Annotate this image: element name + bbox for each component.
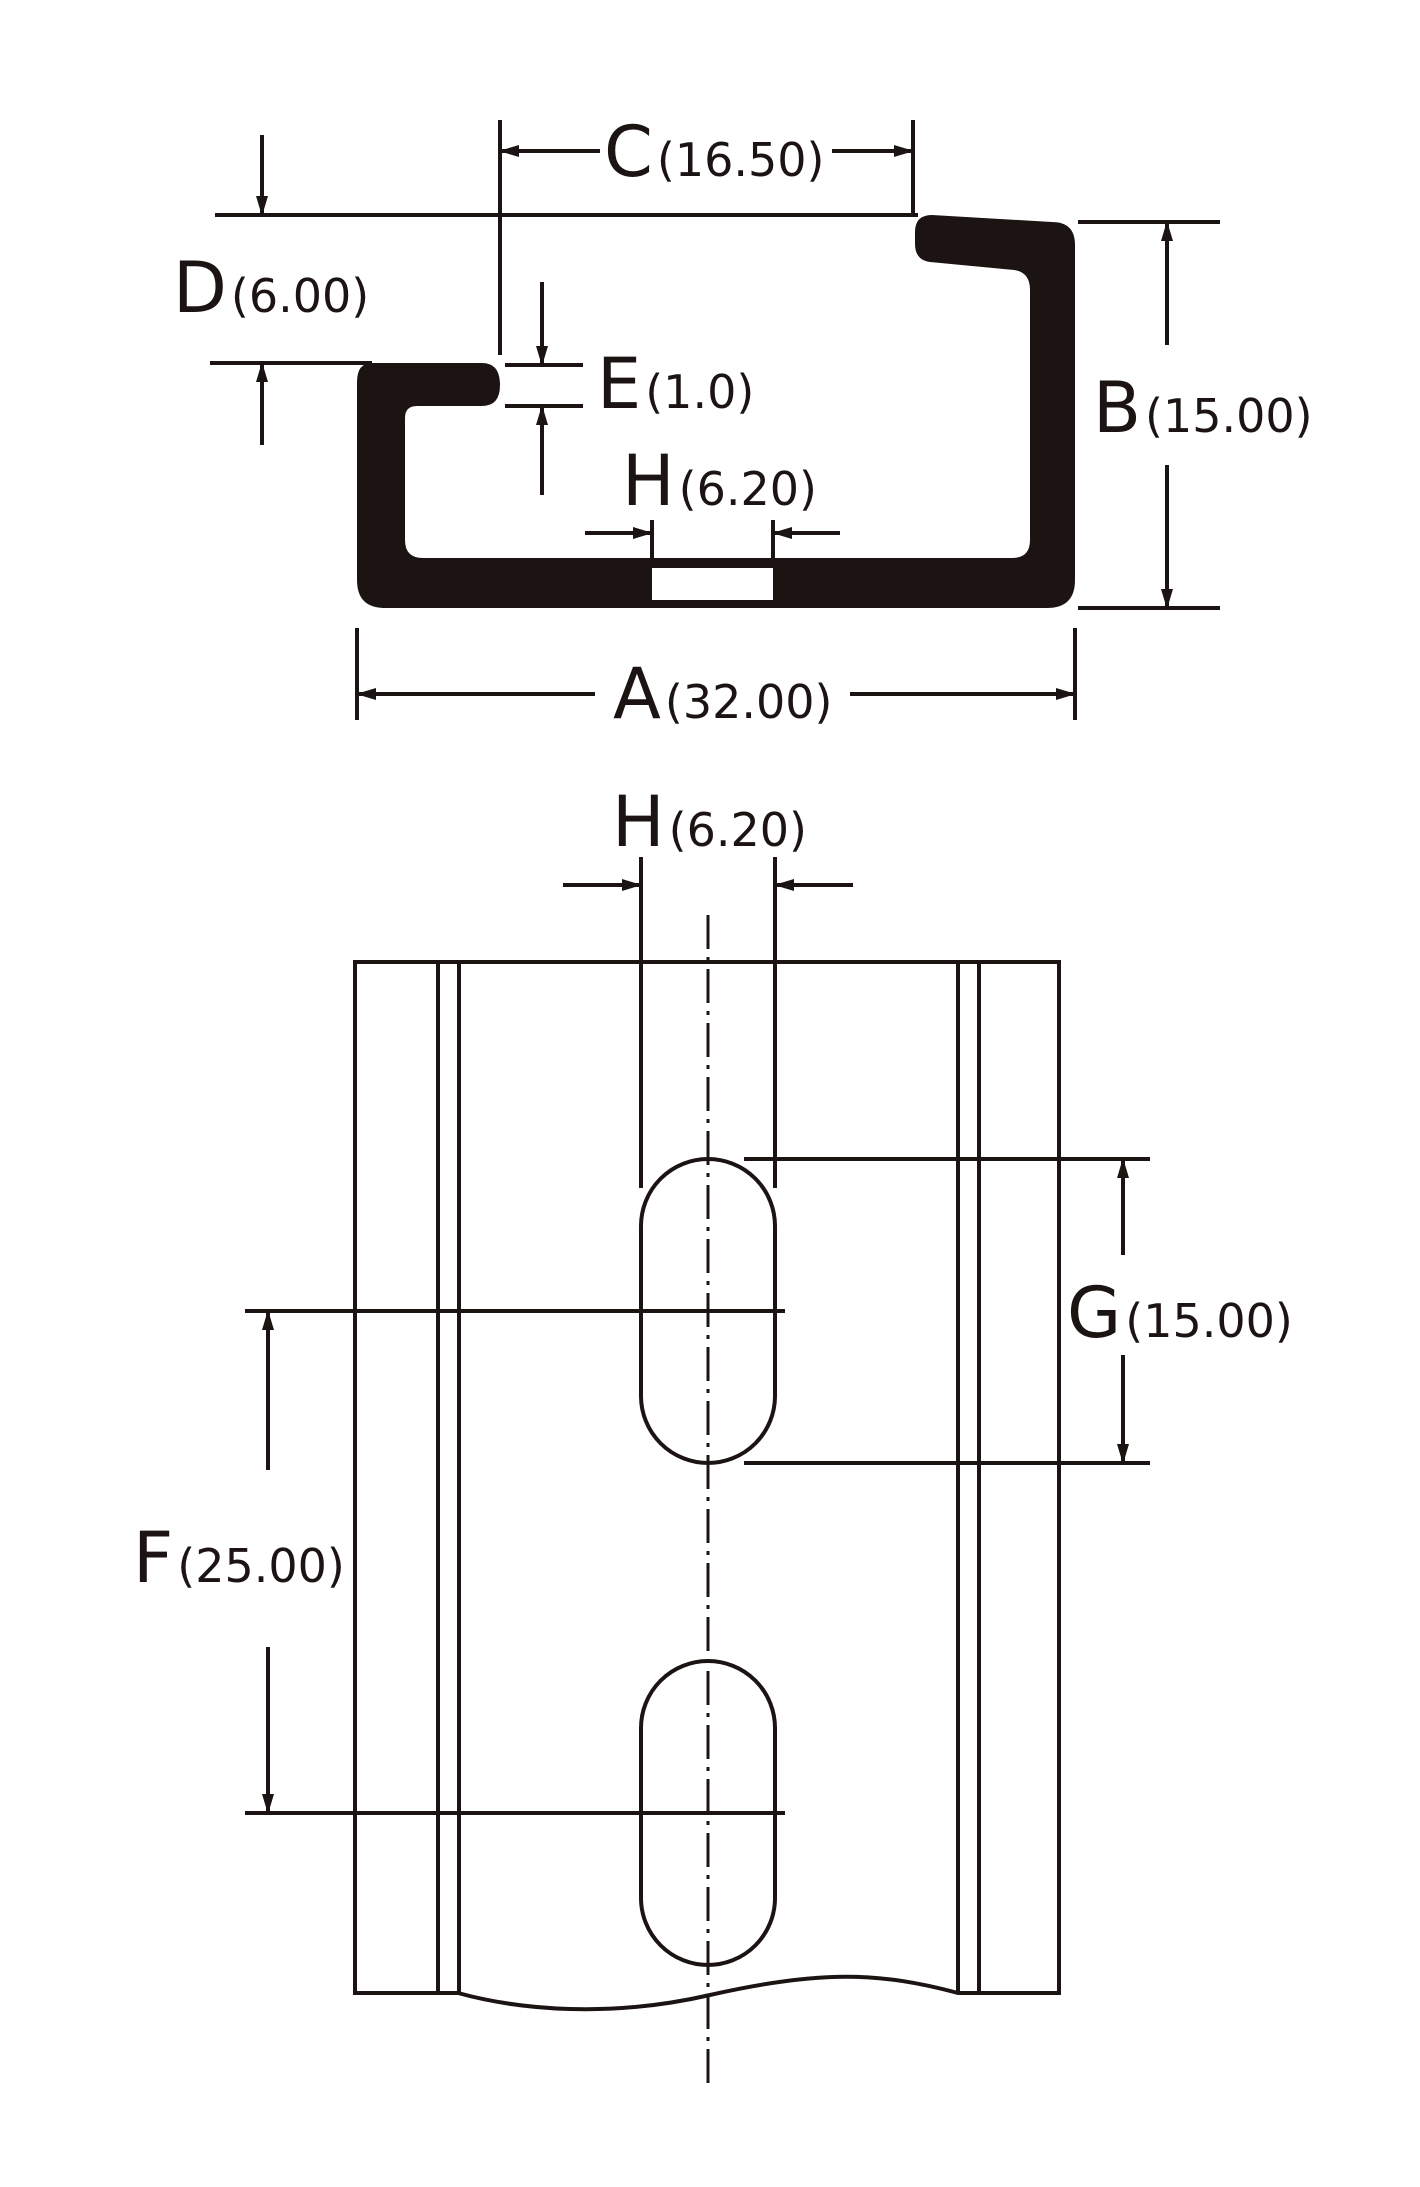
dim-d-label: D(6.00) (173, 247, 369, 329)
dim-f-label: F(25.00) (133, 1517, 345, 1599)
plan-view: H(6.20) G(15.00) F(25.00) (133, 781, 1293, 2085)
dim-e-label: E(1.0) (597, 343, 754, 425)
channel-profile (357, 215, 1075, 608)
dim-b-label: B(15.00) (1093, 367, 1313, 449)
dim-h-label-profile: H(6.20) (622, 440, 817, 522)
rail-outline (353, 960, 1061, 2012)
dim-h-label-plan: H(6.20) (612, 781, 807, 863)
base-slot (652, 568, 773, 600)
dim-a-label: A(32.00) (613, 653, 832, 735)
profile-view: C(16.50) D(6.00) E(1.0) H(6.20) B(15.00)… (173, 111, 1313, 735)
dim-g-label: G(15.00) (1067, 1272, 1293, 1354)
dim-c-label: C(16.50) (604, 111, 824, 193)
